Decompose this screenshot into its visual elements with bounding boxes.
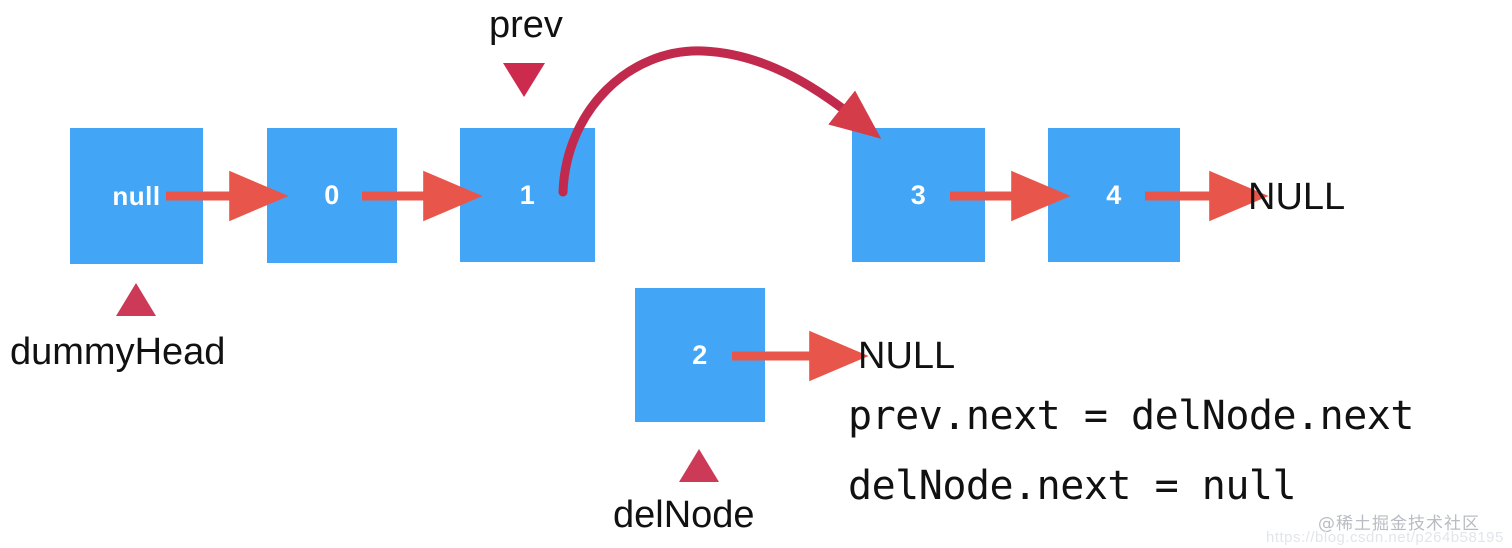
watermark-url: https://blog.csdn.net/p264b58195 xyxy=(1266,529,1504,546)
curve-prev-next-to-node3 xyxy=(558,46,882,197)
node-box-3: 3 xyxy=(852,128,985,262)
pointer-label-dummyhead: dummyHead xyxy=(10,331,226,373)
code-line-delnode-next: delNode.next = null xyxy=(848,463,1297,509)
null-terminator-top: NULL xyxy=(1248,176,1346,218)
node-label-dummy: null xyxy=(112,181,161,211)
node-box-2: 2 xyxy=(635,288,765,422)
node-box-0: 0 xyxy=(267,128,397,263)
node-label-3: 3 xyxy=(910,179,927,210)
node-box-dummy: null xyxy=(70,128,203,264)
pointer-triangle-dummyhead-icon xyxy=(116,283,156,316)
null-terminator-bottom: NULL xyxy=(858,335,956,377)
node-label-0: 0 xyxy=(324,180,340,210)
node-box-4: 4 xyxy=(1048,128,1180,262)
pointer-label-prev: prev xyxy=(489,4,563,46)
pointer-label-delnode: delNode xyxy=(613,494,755,536)
pointer-triangle-delnode-icon xyxy=(679,449,719,482)
node-label-1: 1 xyxy=(519,179,536,210)
code-line-prev-next: prev.next = delNode.next xyxy=(848,393,1414,439)
node-box-1: 1 xyxy=(460,128,595,262)
node-label-4: 4 xyxy=(1106,179,1122,210)
pointer-triangle-prev-icon xyxy=(503,63,545,97)
node-label-2: 2 xyxy=(692,339,708,370)
watermark-handle: @稀土掘金技术社区 xyxy=(1318,514,1480,534)
